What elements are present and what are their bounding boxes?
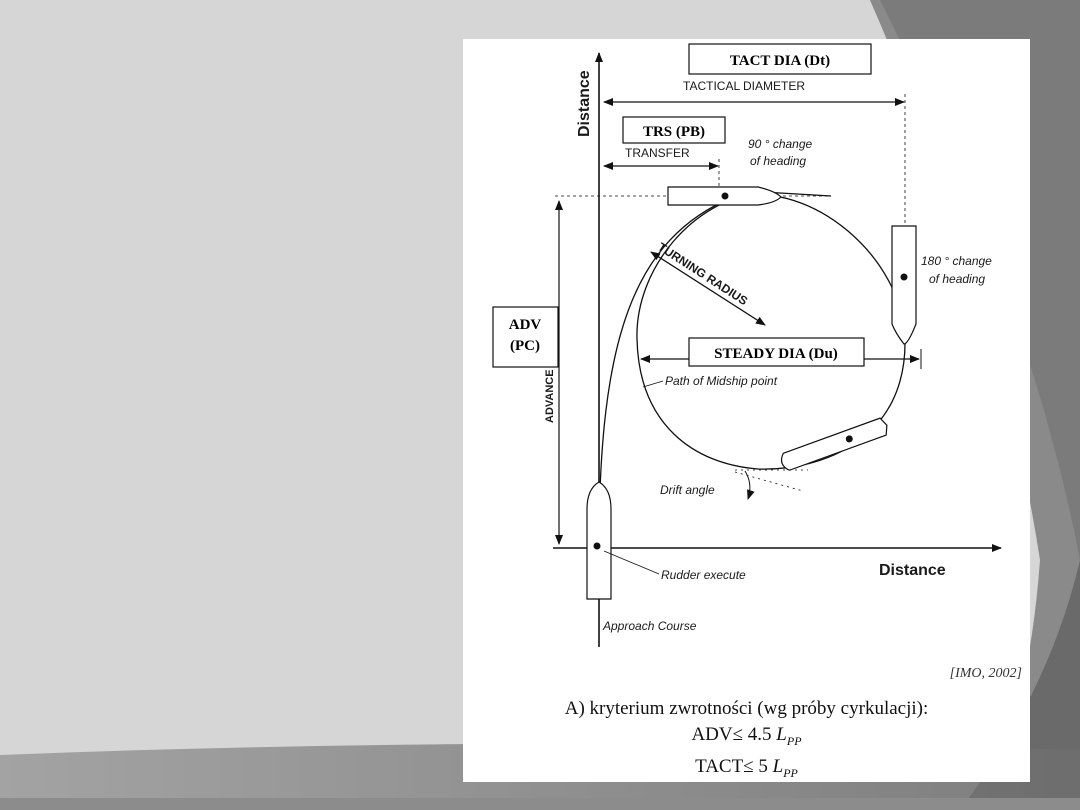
advance-label: ADVANCE xyxy=(544,369,556,423)
drift-angle-arc xyxy=(744,470,755,500)
turning-circle-diagram: Distance Distance TACT DIA (Dt) TACTICAL… xyxy=(492,43,1002,647)
change90-line1: 90 ° change xyxy=(748,137,813,151)
caption-line2: ADV≤ 4.5 LPP xyxy=(463,722,1030,754)
tactical-diameter-label: TACTICAL DIAMETER xyxy=(683,79,805,93)
trs-label: TRS (PB) xyxy=(643,124,705,140)
turning-radius-arrow xyxy=(650,251,766,326)
trs-box xyxy=(622,116,726,144)
caption: A) kryterium zwrotności (wg próby cyrkul… xyxy=(463,696,1030,786)
tact-dia-box xyxy=(688,43,872,75)
figure-panel: Distance Distance TACT DIA (Dt) TACTICAL… xyxy=(463,39,1030,782)
source-citation: [IMO, 2002] xyxy=(949,666,1022,681)
caption-adv-criterion: ADV≤ 4.5 xyxy=(691,724,777,745)
tact-dia-label: TACT DIA (Dt) xyxy=(730,53,830,69)
path-leader xyxy=(642,380,664,388)
ship-start xyxy=(586,481,612,600)
adv-box xyxy=(492,306,559,368)
rudder-leader xyxy=(603,550,660,575)
caption-lpp-symbol-2: L xyxy=(772,755,784,777)
turning-radius-label: TURNING RADIUS xyxy=(655,240,750,308)
transfer-label: TRANSFER xyxy=(625,146,690,160)
caption-line3: TACT≤ 5 LPP xyxy=(463,754,1030,786)
caption-lpp-symbol: L xyxy=(776,724,787,745)
x-axis-label: Distance xyxy=(879,562,946,579)
turning-path xyxy=(598,191,906,549)
adv-label-line1: ADV xyxy=(509,317,542,333)
caption-lpp-subscript-2: PP xyxy=(783,765,798,780)
approach-course-label: Approach Course xyxy=(602,619,697,633)
steady-dia-box xyxy=(688,337,865,367)
ship-start-midship xyxy=(593,542,601,550)
caption-tact-criterion: TACT≤ 5 xyxy=(695,755,773,777)
adv-label-line2: (PC) xyxy=(510,338,540,354)
ship-180 xyxy=(891,225,917,345)
drift-heading-line xyxy=(734,471,804,492)
change180-line1: 180 ° change xyxy=(921,254,992,268)
ship-drift xyxy=(780,417,888,471)
path-label: Path of Midship point xyxy=(665,374,778,388)
caption-line1: A) kryterium zwrotności (wg próby cyrkul… xyxy=(564,698,929,719)
ship-90-midship xyxy=(721,192,729,200)
y-axis-label: Distance xyxy=(576,70,593,137)
change90-line2: of heading xyxy=(750,154,806,168)
caption-lpp-subscript: PP xyxy=(786,733,802,748)
change180-line2: of heading xyxy=(929,272,985,286)
drift-angle-label: Drift angle xyxy=(660,483,715,497)
steady-dia-label: STEADY DIA (Du) xyxy=(714,346,838,362)
rudder-execute-label: Rudder execute xyxy=(661,568,746,582)
ship-180-midship xyxy=(900,273,908,281)
